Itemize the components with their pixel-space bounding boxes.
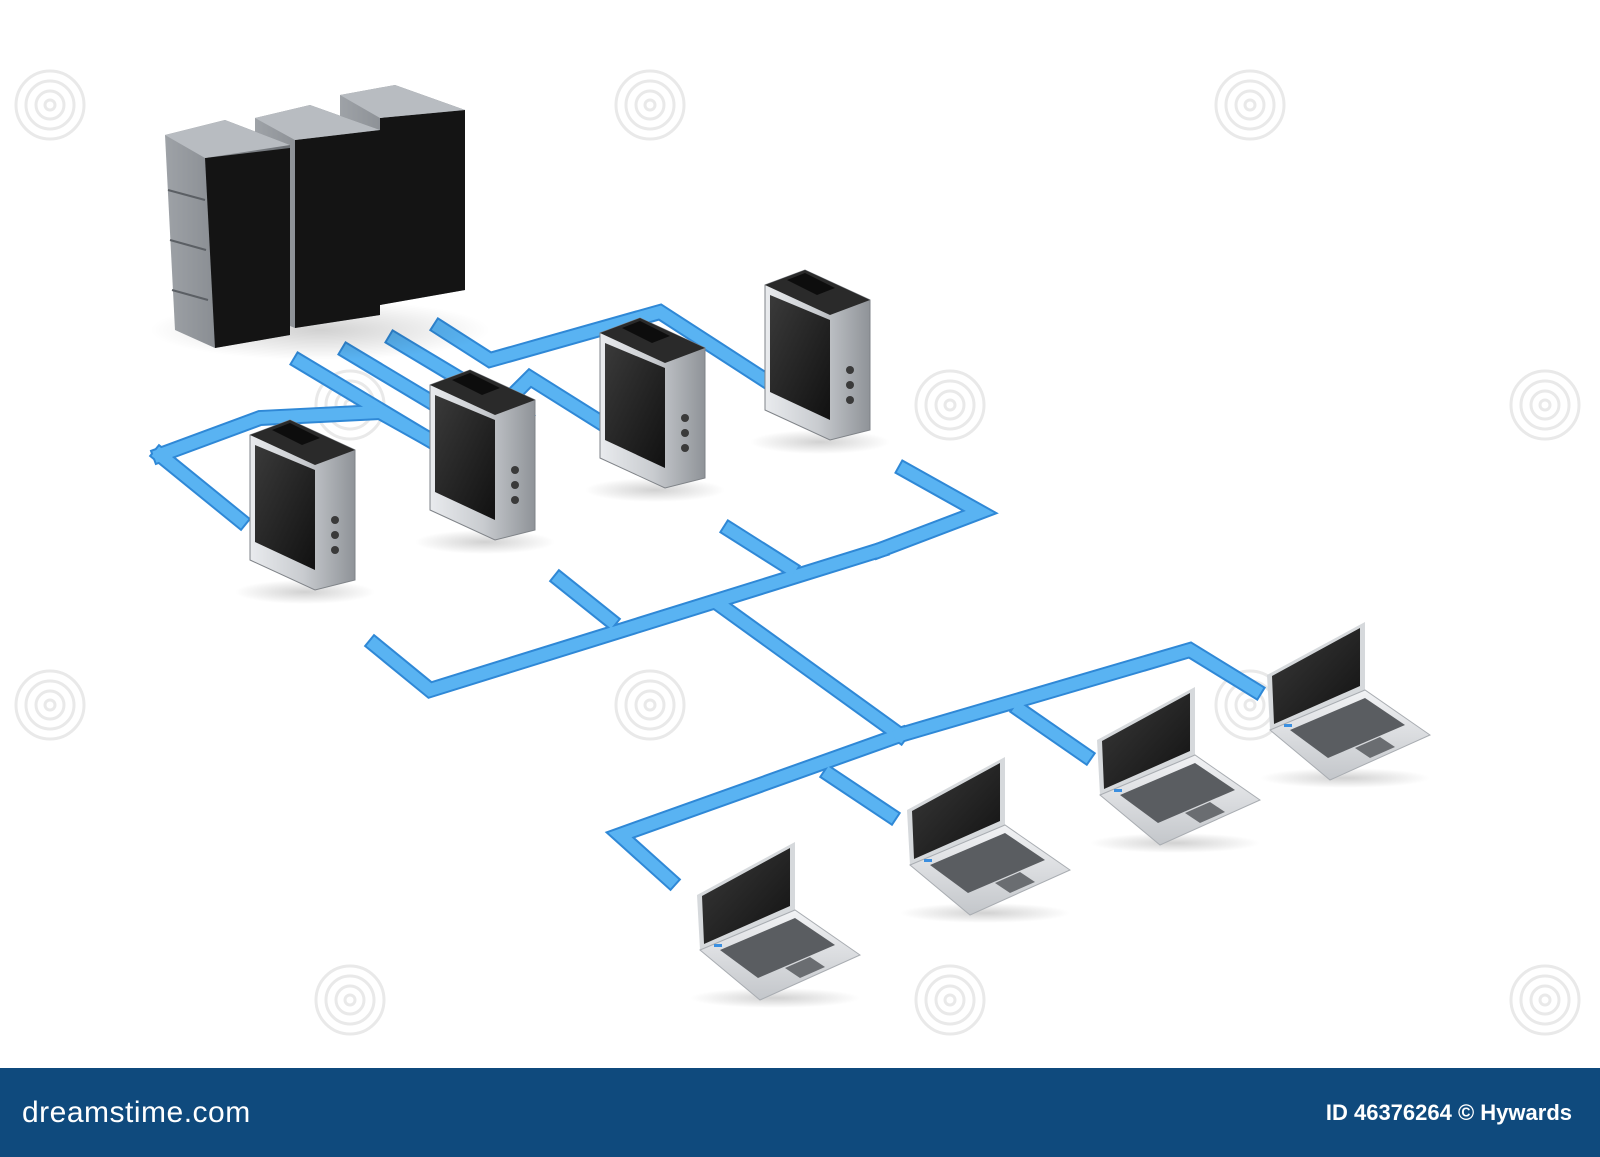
footer-brand-text: dreamstime.com — [22, 1095, 251, 1129]
tower-server — [585, 317, 725, 502]
spiral-logo-icon — [614, 669, 686, 741]
spiral-logo-icon — [1509, 369, 1581, 441]
footer-credit: ID 46376264 © Hywards — [1325, 1099, 1572, 1125]
network-illustration — [14, 69, 1581, 1036]
spiral-logo-icon — [1509, 964, 1581, 1036]
laptop — [1260, 622, 1432, 788]
rack-server-group — [150, 85, 490, 360]
spiral-logo-icon — [14, 69, 86, 141]
rack-server — [165, 120, 290, 348]
spiral-logo-icon — [1214, 69, 1286, 141]
tower-server — [415, 369, 555, 554]
laptop — [690, 842, 862, 1008]
laptop — [900, 757, 1072, 923]
laptop — [1090, 687, 1262, 853]
spiral-logo-icon — [314, 964, 386, 1036]
tower-server — [235, 419, 375, 604]
footer-bar: dreamstime.com ID 46376264 © Hywards — [0, 1068, 1600, 1157]
spiral-logo-icon — [914, 369, 986, 441]
spiral-logo-icon — [14, 669, 86, 741]
spiral-logo-icon — [914, 964, 986, 1036]
tower-server — [750, 269, 890, 454]
spiral-logo-icon — [614, 69, 686, 141]
footer-brand[interactable]: dreamstime.com — [22, 1096, 251, 1130]
